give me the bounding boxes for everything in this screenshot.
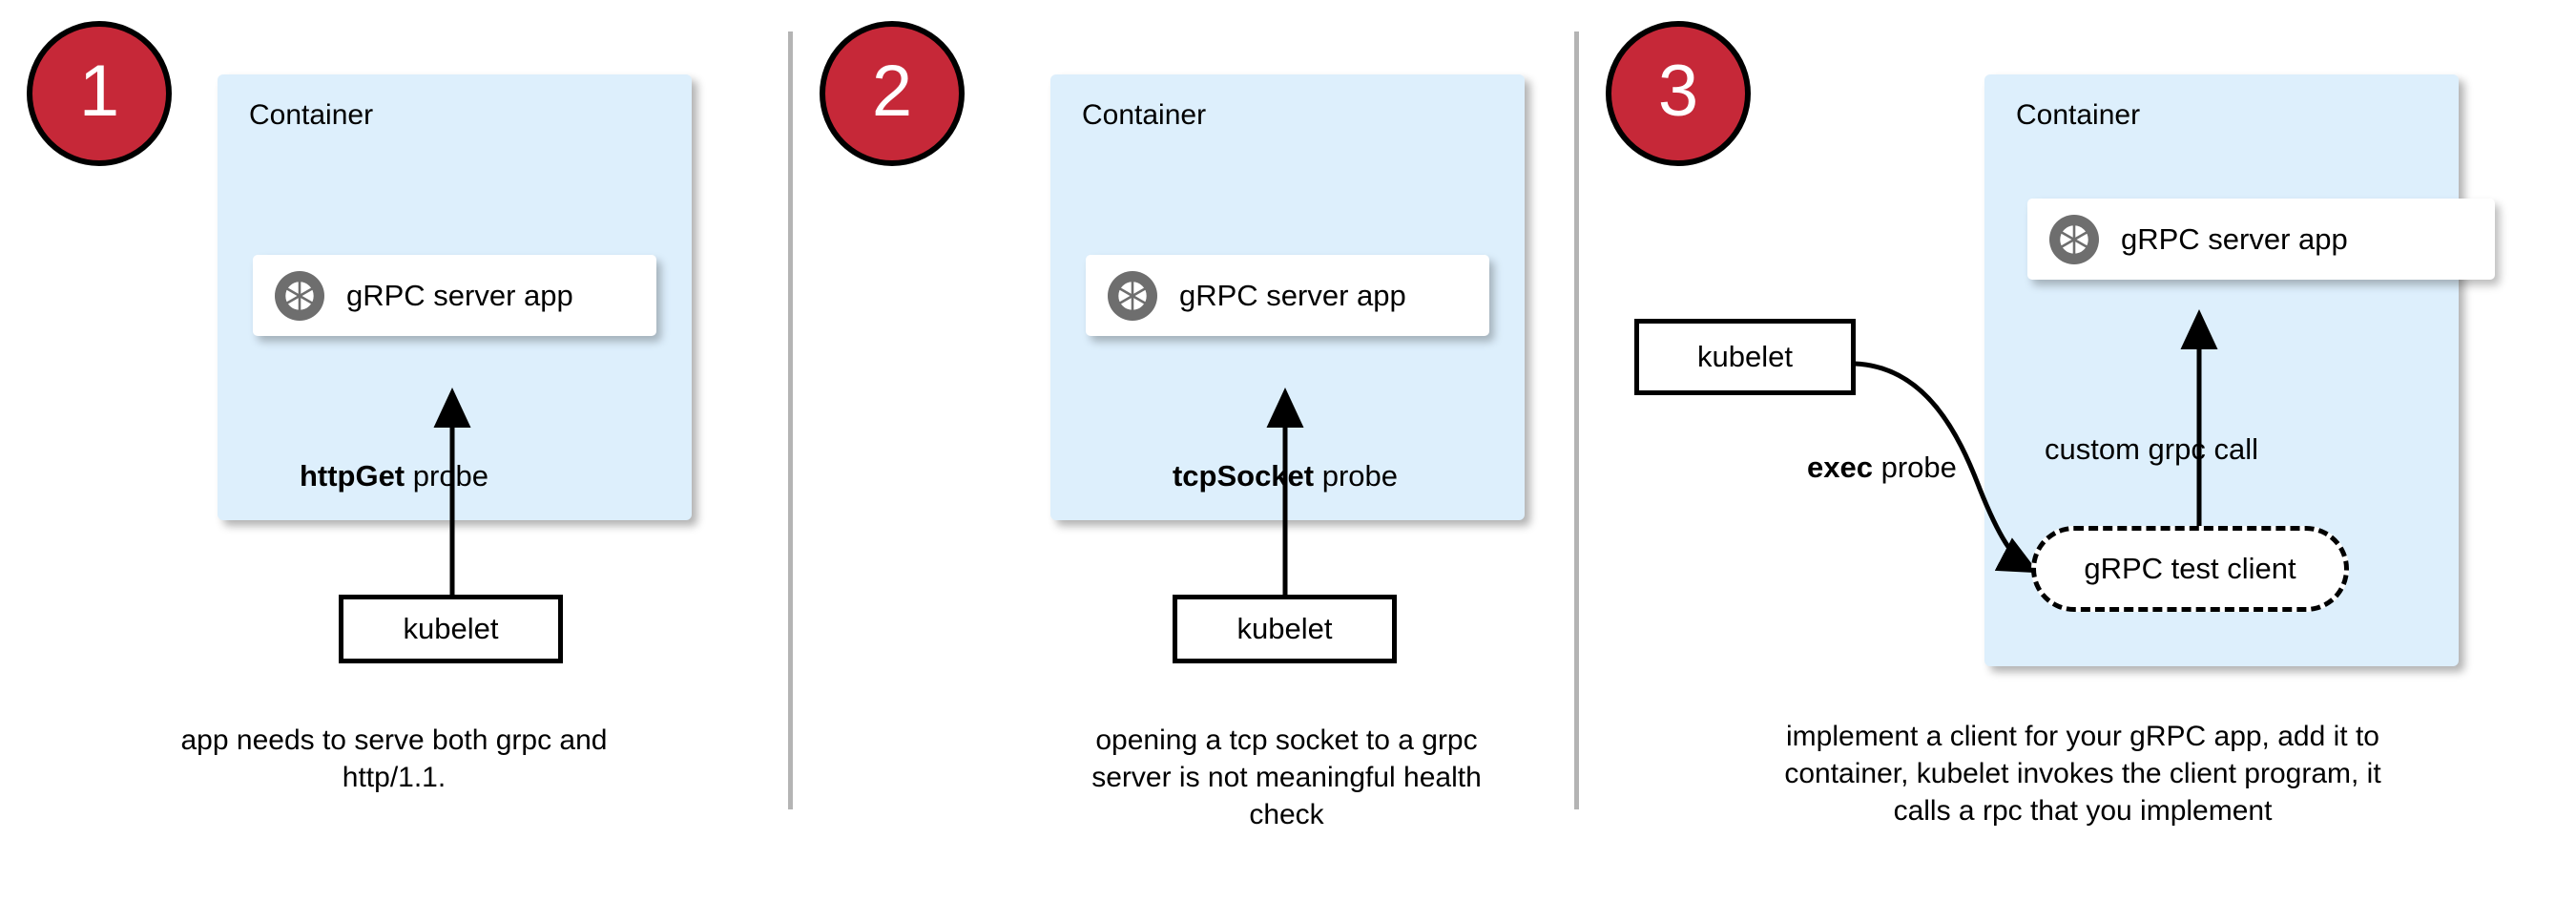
container-label-2: Container <box>1082 99 1207 131</box>
grpc-aperture-icon <box>2048 214 2100 265</box>
panel-2: 2 Container <box>793 0 1574 923</box>
step-badge-2-number: 2 <box>871 51 913 132</box>
grpc-server-app-card-3: gRPC server app <box>2027 199 2495 280</box>
probe-label-bold-3: exec <box>1807 451 1873 484</box>
grpc-test-client-label: gRPC test client <box>2084 552 2296 585</box>
panel-3-caption: implement a client for your gRPC app, ad… <box>1784 721 2381 827</box>
container-label-1: Container <box>249 99 374 131</box>
grpc-server-app-card-2: gRPC server app <box>1086 255 1489 336</box>
panel-divider-1 <box>788 31 793 809</box>
grpc-server-app-label-1: gRPC server app <box>346 278 573 312</box>
grpc-aperture-icon <box>274 270 325 322</box>
step-badge-1-number: 1 <box>78 51 120 132</box>
grpc-server-app-label-3: gRPC server app <box>2121 221 2348 256</box>
probe-label-rest-3: probe <box>1872 451 1957 484</box>
tcpsocket-probe-label: tcpSocket probe <box>793 459 1777 493</box>
grpc-server-app-label-2: gRPC server app <box>1179 278 1406 312</box>
step-badge-3: 3 <box>1606 21 1751 166</box>
kubelet-box-2: kubelet <box>1173 595 1397 663</box>
grpc-server-app-card-1: gRPC server app <box>253 255 656 336</box>
kubelet-label-3: kubelet <box>1697 340 1793 373</box>
probe-label-rest-1: probe <box>405 459 489 493</box>
probe-label-bold-1: httpGet <box>299 459 405 493</box>
panel-3: 3 Container <box>1579 0 2576 923</box>
kubelet-label-2: kubelet <box>1236 612 1333 645</box>
kubelet-label-1: kubelet <box>403 612 499 645</box>
grpc-test-client-pill: gRPC test client <box>2031 526 2349 612</box>
grpc-aperture-icon <box>1107 270 1158 322</box>
step-badge-2: 2 <box>820 21 965 166</box>
step-badge-3-number: 3 <box>1657 51 1699 132</box>
container-label-3: Container <box>2016 99 2141 131</box>
exec-probe-label: exec probe <box>1805 451 1959 485</box>
panel-1: 1 Container <box>0 0 788 923</box>
kubelet-box-3: kubelet <box>1634 319 1856 395</box>
probe-label-rest-2: probe <box>1314 459 1399 493</box>
kubelet-box-1: kubelet <box>339 595 563 663</box>
probe-label-bold-2: tcpSocket <box>1172 459 1315 493</box>
panel-1-caption: app needs to serve both grpc and http/1.… <box>180 724 608 793</box>
panel-2-caption: opening a tcp socket to a grpc server is… <box>1091 724 1482 830</box>
panel-divider-2 <box>1574 31 1579 809</box>
custom-grpc-call-label: custom grpc call <box>2045 432 2258 466</box>
httpget-probe-label: httpGet probe <box>0 459 788 493</box>
step-badge-1: 1 <box>27 21 172 166</box>
